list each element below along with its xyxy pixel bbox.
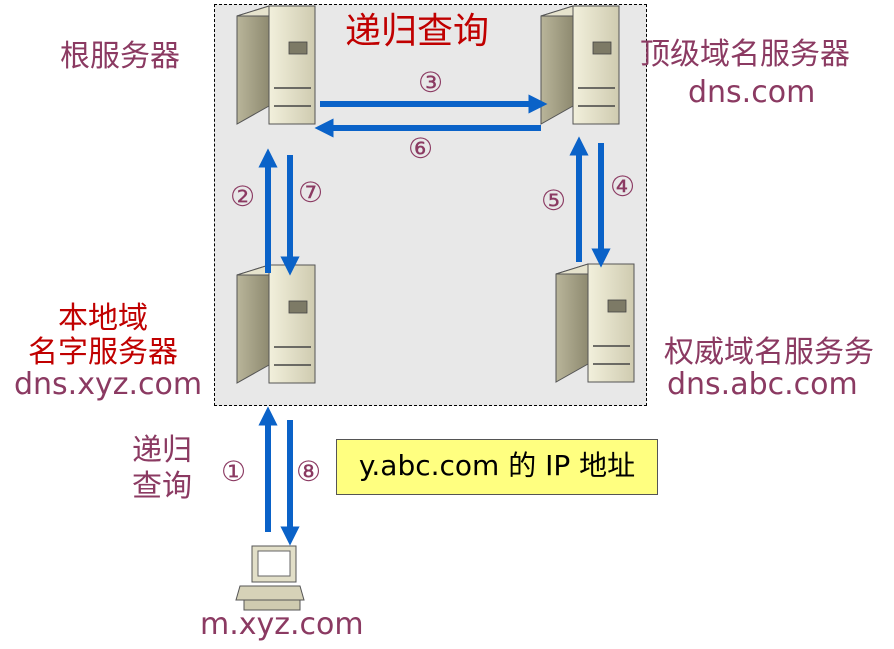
auth-server-label: 权威域名服务务 (664, 335, 874, 370)
client-query-label-line2: 查询 (132, 469, 192, 504)
local-server-domain: dns.xyz.com (14, 367, 203, 402)
client-domain: m.xyz.com (200, 607, 364, 642)
local-server-label-line2: 名字服务器 (28, 335, 178, 370)
step-5-number: ⑤ (541, 184, 567, 217)
step-4-number: ④ (610, 170, 636, 203)
local-server-label-line1: 本地域 (58, 301, 148, 336)
local-server-icon (236, 264, 316, 384)
client-query-label-line1: 递归 (132, 433, 192, 468)
auth-server-icon (555, 263, 635, 383)
step-1-number: ① (221, 455, 247, 488)
step-3-number: ③ (418, 66, 444, 99)
ip-address-callout: y.abc.com 的 IP 地址 (336, 439, 658, 495)
tld-server-icon (540, 5, 620, 125)
step-2-number: ② (230, 180, 256, 213)
root-server-label: 根服务器 (60, 39, 180, 74)
step-8-number: ⑧ (296, 455, 322, 488)
root-server-icon (236, 5, 316, 125)
region-title: 递归查询 (345, 11, 490, 52)
step-7-number: ⑦ (298, 176, 324, 209)
client-computer-icon (235, 545, 305, 611)
step-6-number: ⑥ (408, 132, 434, 165)
tld-server-domain: dns.com (688, 75, 816, 110)
tld-server-label: 顶级域名服务器 (640, 37, 850, 72)
auth-server-domain: dns.abc.com (667, 367, 858, 402)
